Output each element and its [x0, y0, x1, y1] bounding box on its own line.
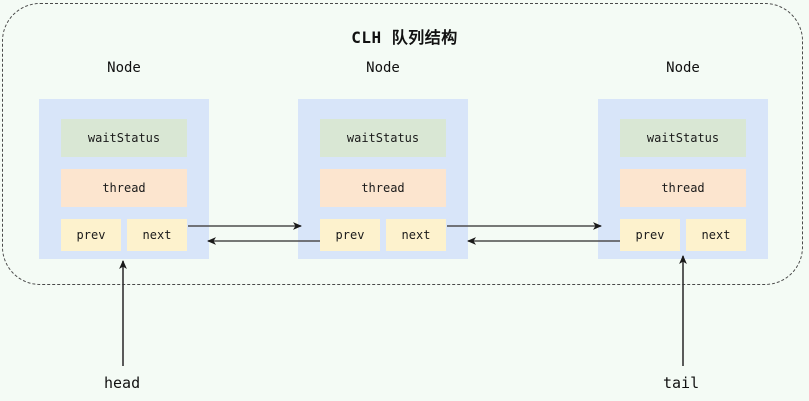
node-1-caption: Node: [107, 60, 141, 76]
node-3-prev-field: prev: [620, 219, 680, 251]
node-3-waitstatus-field: waitStatus: [620, 119, 746, 157]
node-2-prev-field: prev: [320, 219, 380, 251]
node-2-caption: Node: [366, 60, 400, 76]
node-1-prev-field: prev: [61, 219, 121, 251]
node-1-next-field: next: [127, 219, 187, 251]
node-3-caption: Node: [666, 60, 700, 76]
node-1-box: waitStatus thread prev next: [39, 99, 209, 259]
node-1-thread-field: thread: [61, 169, 187, 207]
node-3-box: waitStatus thread prev next: [598, 99, 768, 259]
node-3-thread-field: thread: [620, 169, 746, 207]
node-2-next-field: next: [386, 219, 446, 251]
node-3-next-field: next: [686, 219, 746, 251]
pointer-label-head: head: [104, 374, 141, 392]
node-2-box: waitStatus thread prev next: [298, 99, 468, 259]
clh-queue-container: [2, 3, 803, 285]
node-2-thread-field: thread: [320, 169, 446, 207]
node-2-waitstatus-field: waitStatus: [320, 119, 446, 157]
page-title: CLH 队列结构: [351, 28, 458, 47]
node-1-waitstatus-field: waitStatus: [61, 119, 187, 157]
pointer-label-tail: tail: [663, 374, 700, 392]
